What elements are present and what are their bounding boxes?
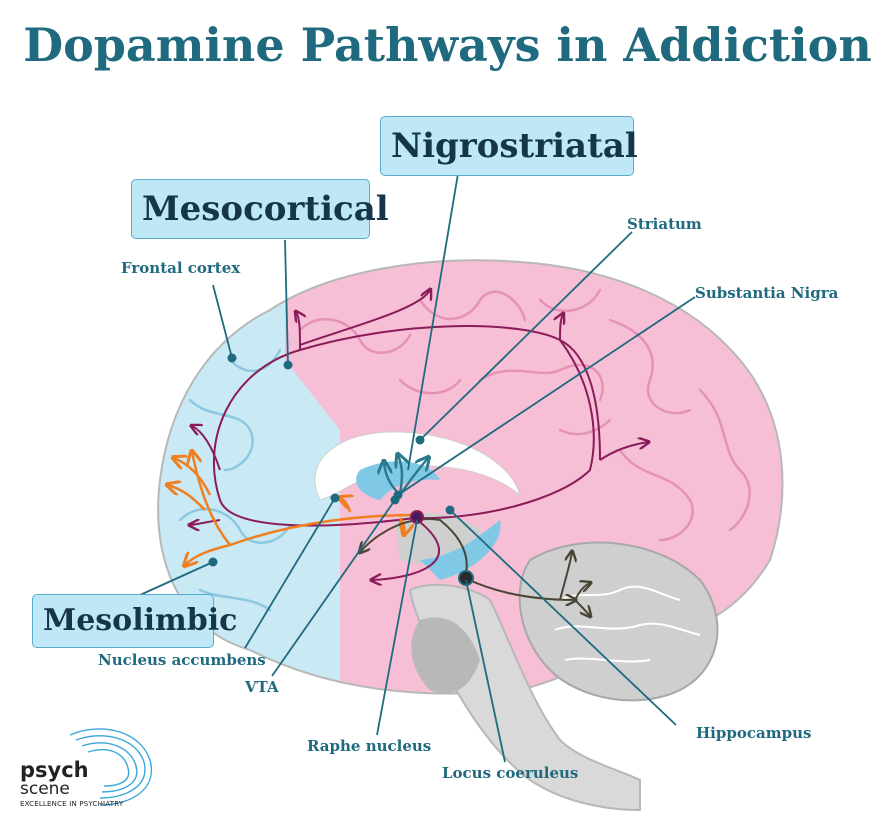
brain-outline — [157, 259, 784, 695]
logo-line2: scene — [20, 779, 70, 799]
mesocortical-box: Mesocortical — [131, 179, 389, 239]
cerebellum — [518, 541, 719, 702]
label-nucleus-accumbens: Nucleus accumbens — [98, 651, 266, 669]
nigrostriatal-box: Nigrostriatal — [380, 116, 638, 176]
hippocampus-region — [420, 520, 501, 580]
label-vta: VTA — [245, 678, 279, 696]
psych-scene-logo-icon — [69, 728, 153, 806]
label-substantia-nigra: Substantia Nigra — [695, 284, 839, 302]
label-striatum: Striatum — [627, 215, 702, 233]
page-title: Dopamine Pathways in Addiction — [23, 18, 872, 72]
label-frontal-cortex: Frontal cortex — [121, 259, 241, 277]
logo-line1: psych — [20, 758, 89, 782]
mesolimbic-box: Mesolimbic — [32, 594, 237, 648]
label-hippocampus: Hippocampus — [696, 724, 812, 742]
locus-coeruleus-dot — [458, 570, 474, 586]
label-locus-coeruleus: Locus coeruleus — [442, 764, 579, 782]
label-raphe-nucleus: Raphe nucleus — [307, 737, 432, 755]
logo-tagline: EXCELLENCE IN PSYCHIATRY — [20, 800, 124, 808]
